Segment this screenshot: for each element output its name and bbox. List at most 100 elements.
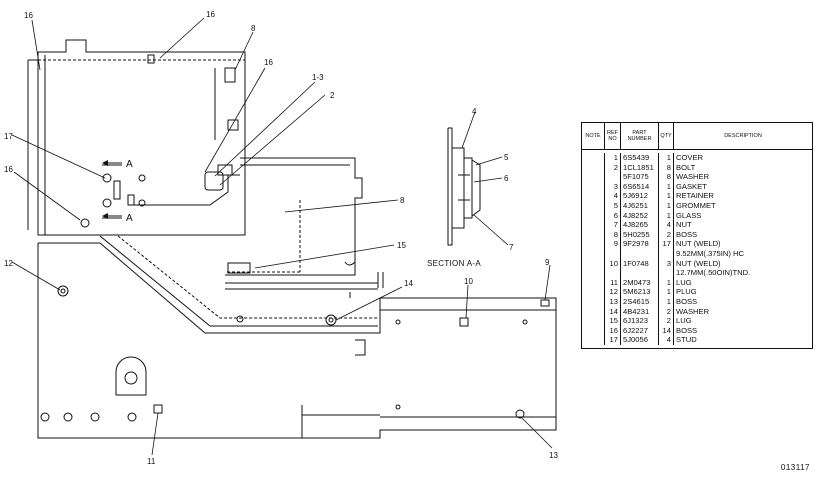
parts-row-qty: 14	[662, 325, 671, 335]
parts-row-ref: 14	[609, 306, 618, 316]
parts-row-ref: 9	[613, 239, 618, 249]
callout-16: 16	[24, 11, 33, 20]
callout-16: 16	[206, 10, 215, 19]
parts-row-desc: NUT	[676, 220, 692, 230]
parts-row-part: 6J1323	[623, 316, 648, 326]
parts-row-ref: 3	[613, 181, 618, 191]
callout-4: 4	[472, 107, 477, 116]
parts-row-ref	[605, 172, 620, 182]
parts-row-note	[582, 182, 604, 192]
parts-row-part: 2M0473	[623, 277, 651, 287]
callout-16: 16	[4, 165, 13, 174]
view-marker-a-bottom: A	[126, 213, 133, 224]
parts-row-part: 2S4615	[623, 296, 650, 306]
callout-15: 15	[397, 241, 406, 250]
parts-row-ref: 12	[609, 287, 618, 297]
callout-13: 13	[549, 451, 558, 460]
callout-5: 5	[504, 153, 509, 162]
parts-row-desc: LUG	[676, 277, 692, 287]
parts-row-desc: STUD	[676, 335, 697, 345]
header-description: DESCRIPTION	[724, 133, 762, 139]
parts-row-desc: 12.7MM(.50OIN)TND.	[676, 268, 751, 278]
parts-row-ref: 17	[609, 335, 618, 345]
callout-1-3: 1-3	[312, 73, 324, 82]
parts-row-qty: 17	[662, 239, 671, 249]
parts-row-note	[582, 259, 604, 269]
callout-6: 6	[504, 174, 509, 183]
section-label: SECTION A-A	[427, 259, 481, 268]
view-a-arrows	[102, 160, 122, 219]
parts-row-part: 4J6251	[623, 200, 648, 210]
drawing-code: 013117	[780, 463, 810, 472]
parts-row-note	[582, 278, 604, 288]
parts-row-note	[582, 172, 604, 182]
parts-row-ref: 4	[613, 191, 618, 201]
parts-row-ref: 1	[613, 153, 618, 162]
parts-row-qty: 1	[666, 277, 671, 287]
parts-row-part	[621, 268, 658, 278]
parts-row-qty	[659, 268, 673, 278]
parts-row-ref: 16	[609, 325, 618, 335]
parts-row-qty: 1	[666, 191, 671, 201]
parts-row-desc: COVER	[676, 153, 704, 162]
lower-body	[37, 218, 557, 439]
parts-row-note	[582, 153, 604, 163]
parts-row-note	[582, 239, 604, 249]
header-part-number: PART NUMBER	[621, 123, 659, 149]
parts-row-desc: BOSS	[676, 296, 698, 306]
callout-17: 17	[4, 132, 13, 141]
parts-row-desc: GROMMET	[676, 200, 716, 210]
parts-row-ref	[605, 249, 620, 259]
header-qty: QTY	[659, 123, 674, 149]
parts-row-part: 4J8252	[623, 210, 648, 220]
parts-row-note	[582, 211, 604, 221]
callout-7: 7	[509, 243, 514, 252]
parts-table: NOTE REF NO PART NUMBER QTY DESCRIPTION …	[581, 122, 813, 349]
parts-row-desc: NUT (WELD)	[676, 239, 721, 249]
parts-row-qty: 2	[666, 306, 671, 316]
parts-row-qty: 8	[666, 172, 671, 182]
parts-row-desc: WASHER	[676, 306, 710, 316]
callout-2: 2	[330, 91, 335, 100]
parts-row-desc: RETAINER	[676, 191, 714, 201]
parts-row-ref: 13	[609, 296, 618, 306]
upper-enclosure	[27, 39, 246, 236]
parts-row-note	[582, 316, 604, 326]
parts-row-note	[582, 297, 604, 307]
parts-row-desc: WASHER	[676, 172, 710, 182]
parts-row-ref: 7	[613, 220, 618, 230]
parts-row-ref: 5	[613, 200, 618, 210]
parts-row-desc: NUT (WELD)	[676, 258, 721, 268]
callout-14: 14	[404, 279, 413, 288]
parts-row-qty: 1	[666, 287, 671, 297]
parts-row-ref: 8	[613, 229, 618, 239]
parts-row-qty: 3	[666, 258, 671, 268]
parts-row-note	[582, 268, 604, 278]
parts-row-part: 5M6213	[623, 287, 651, 297]
view-a-details	[102, 164, 240, 219]
parts-row-note	[582, 335, 604, 345]
parts-row-qty: 1	[666, 296, 671, 306]
parts-row-part: 4J8265	[623, 220, 648, 230]
callout-11: 11	[147, 457, 156, 466]
view-markers: A A	[126, 159, 133, 224]
parts-row-desc: PLUG	[676, 287, 697, 297]
header-ref-no: REF NO	[605, 123, 621, 149]
parts-row-desc: BOSS	[676, 325, 698, 335]
callout-9: 9	[545, 258, 550, 267]
parts-row-part: 1CL1851	[623, 162, 654, 172]
parts-table-header: NOTE REF NO PART NUMBER QTY DESCRIPTION	[582, 123, 812, 150]
parts-row-part: 9F2978	[623, 239, 649, 249]
parts-row-note	[582, 307, 604, 317]
parts-row-note	[582, 287, 604, 297]
parts-row-ref: 10	[609, 258, 618, 268]
parts-row-qty: 4	[666, 220, 671, 230]
parts-row-desc: GASKET	[676, 181, 707, 191]
callout-12: 12	[4, 259, 13, 268]
parts-row-ref	[605, 268, 620, 278]
callout-10: 10	[464, 277, 473, 286]
view-marker-a-top: A	[126, 159, 133, 170]
